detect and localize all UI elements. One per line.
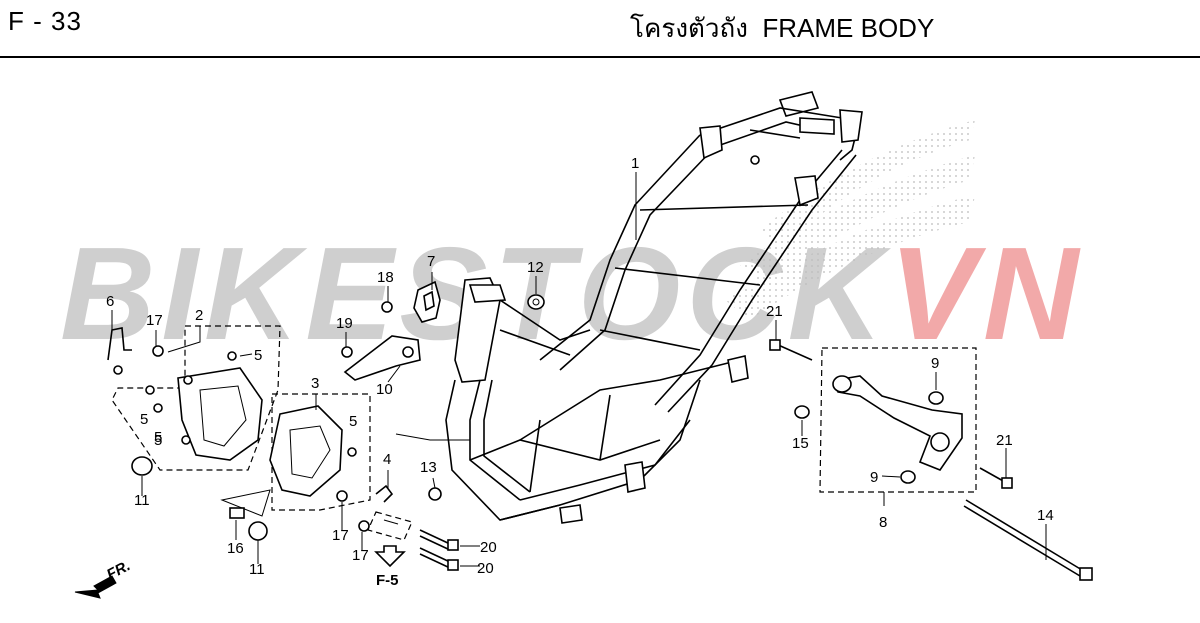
callout-11a: 11 <box>134 492 150 509</box>
part-13-grommet <box>428 487 442 501</box>
part-15-nut <box>794 405 810 419</box>
part-7-bracket <box>413 280 441 323</box>
callout-2: 2 <box>195 307 203 324</box>
callout-labels: 1 2 3 4 5 5 5 5 5 6 7 8 9 9 10 11 11 12 … <box>106 155 1054 589</box>
callout-7: 7 <box>427 253 435 270</box>
callout-5d: 5 <box>349 413 357 430</box>
callout-12: 12 <box>527 259 544 276</box>
callout-20a: 20 <box>480 539 497 556</box>
callout-16: 16 <box>227 540 244 557</box>
part-9-bushing-lower <box>900 470 916 484</box>
part-14-long-bolt <box>963 499 1093 581</box>
watermark-accent: VN <box>888 220 1085 367</box>
page-header: F - 33 โครงตัวถัง FRAME BODY <box>0 0 1200 58</box>
f5-reference <box>374 545 406 568</box>
callout-3: 3 <box>311 375 319 392</box>
part-9-bushing-upper <box>928 391 944 405</box>
part-6-clip <box>107 327 132 375</box>
callout-5a: 5 <box>254 347 262 364</box>
callout-5c: 5 <box>154 432 162 449</box>
callout-19: 19 <box>336 315 353 332</box>
part-21-bolt-lower <box>979 467 1013 489</box>
callout-1: 1 <box>631 155 639 172</box>
callout-14: 14 <box>1037 507 1054 524</box>
reference-f5: F-5 <box>376 572 399 589</box>
part-18-bolt <box>381 301 393 313</box>
callout-17c: 17 <box>352 547 369 564</box>
part-16-nut <box>229 507 245 519</box>
main-frame <box>395 91 863 524</box>
callout-4: 4 <box>383 451 391 468</box>
header-divider <box>0 56 1200 58</box>
part-8-hanger-assembly <box>819 347 977 493</box>
callout-5b: 5 <box>140 411 148 428</box>
callout-21a: 21 <box>766 303 783 320</box>
front-direction-arrow: FR. <box>74 557 133 599</box>
callout-8: 8 <box>879 514 887 531</box>
callout-11b: 11 <box>249 561 265 578</box>
callout-20b: 20 <box>477 560 494 577</box>
part-20-bolt-lower <box>419 547 459 571</box>
part-10-bracket <box>343 335 421 381</box>
callout-17a: 17 <box>146 312 163 329</box>
part-12-grommet <box>527 294 545 310</box>
callout-5e: 5 <box>154 429 162 446</box>
page-title: โครงตัวถัง FRAME BODY <box>630 13 935 43</box>
part-11-damper-lower <box>248 521 268 541</box>
part-2-mount-assembly <box>111 325 281 471</box>
callout-21b: 21 <box>996 432 1013 449</box>
callout-13: 13 <box>420 459 437 476</box>
callout-17b: 17 <box>332 527 349 544</box>
callout-10: 10 <box>376 381 393 398</box>
part-4-clip <box>367 484 413 541</box>
callout-6: 6 <box>106 293 114 310</box>
callout-15: 15 <box>792 435 809 452</box>
part-21-bolt-upper <box>769 339 813 361</box>
callout-9a: 9 <box>931 355 939 372</box>
part-19-bolt <box>341 346 353 358</box>
part-3-mount-assembly <box>220 393 371 532</box>
part-20-bolt-upper <box>419 529 459 551</box>
callout-9b: 9 <box>870 469 878 486</box>
background-wing-logo <box>725 120 975 320</box>
leader-lines <box>111 172 1047 567</box>
callout-18: 18 <box>377 269 394 286</box>
part-11-damper-upper <box>131 456 153 476</box>
page-code: F - 33 <box>8 6 82 36</box>
